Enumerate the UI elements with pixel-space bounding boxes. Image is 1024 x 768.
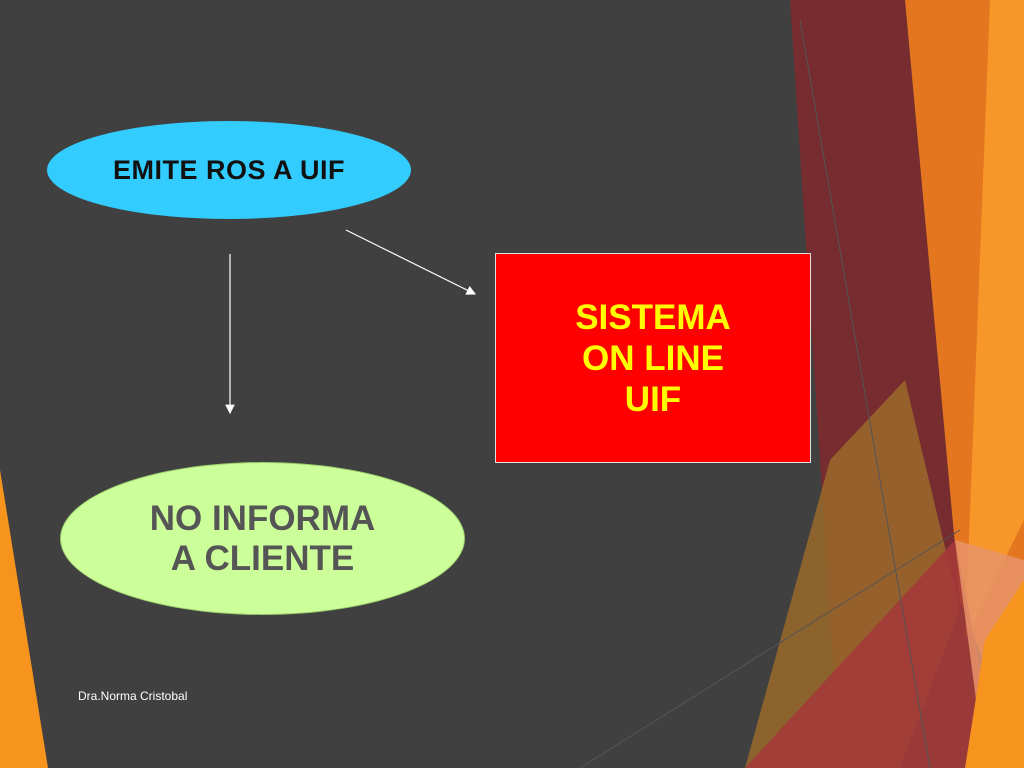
node-sistema-online-label: SISTEMA ON LINE UIF <box>575 297 731 419</box>
node-sistema-online: SISTEMA ON LINE UIF <box>495 253 811 463</box>
deco-orange-shard-bright <box>965 0 1024 640</box>
deco-orange-shard-bottom <box>965 580 1024 768</box>
node-emite-ros: EMITE ROS A UIF <box>47 121 411 219</box>
deco-thin-line-2 <box>579 529 961 768</box>
deco-left-orange-shard <box>0 470 48 768</box>
node-emite-ros-label: EMITE ROS A UIF <box>112 154 345 185</box>
footer-author: Dra.Norma Cristobal <box>78 689 188 703</box>
node-no-informa: NO INFORMA A CLIENTE <box>60 462 465 615</box>
node-no-informa-label: NO INFORMA A CLIENTE <box>149 498 376 578</box>
arrow-right <box>345 229 477 295</box>
deco-thin-line-1 <box>799 19 931 768</box>
deco-red-shard <box>745 540 1000 768</box>
